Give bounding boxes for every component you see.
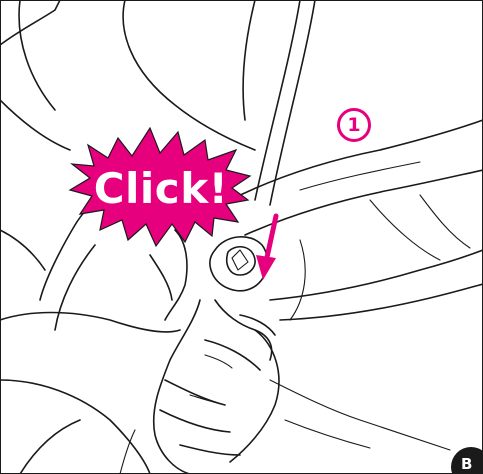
step-number-badge: 1 <box>337 108 371 142</box>
click-burst-icon <box>70 128 250 246</box>
step-number: 1 <box>347 114 360 136</box>
corner-label: B <box>461 455 472 473</box>
belt-strap <box>230 120 483 320</box>
hands <box>150 230 450 474</box>
